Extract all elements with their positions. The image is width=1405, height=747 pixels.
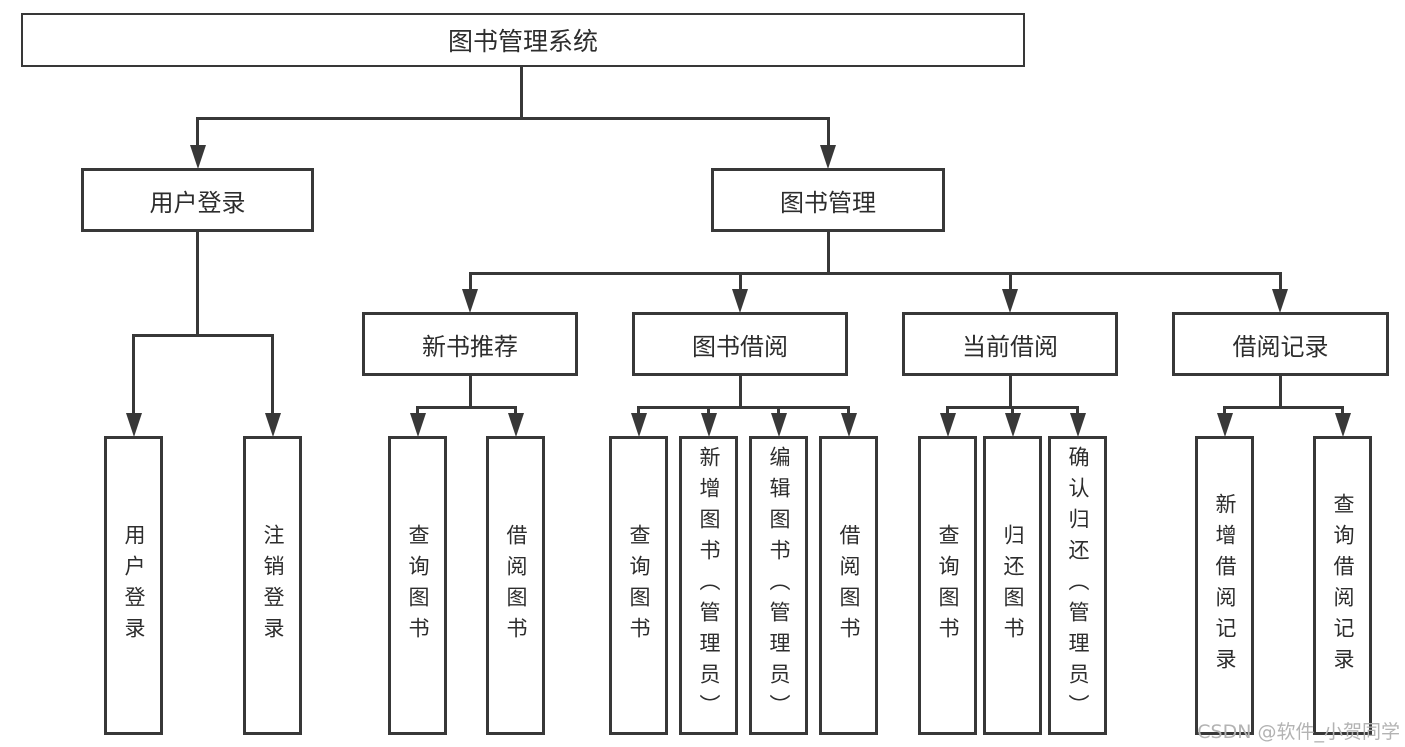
node-book-management: 图书管理 bbox=[711, 168, 945, 232]
node-label: 新增图书（管理员） bbox=[697, 446, 721, 725]
node-label: 图书管理 bbox=[780, 188, 876, 217]
edge-g4-stem-b bbox=[1341, 406, 1344, 414]
edge-user-login-stem bbox=[196, 230, 199, 336]
edge-stem-logout-leaf bbox=[271, 334, 274, 416]
node-label: 查询借阅记录 bbox=[1331, 492, 1355, 679]
node-label: 借阅图书 bbox=[837, 523, 861, 648]
node-new-book-recommend: 新书推荐 bbox=[362, 312, 578, 376]
node-leaf-g2-borrow-book: 借阅图书 bbox=[819, 436, 878, 735]
edge-g4-stem bbox=[1279, 374, 1282, 408]
node-leaf-g3-return-book: 归还图书 bbox=[983, 436, 1042, 735]
arrow-g3-return-icon bbox=[1005, 413, 1021, 437]
edge-g2-stem-d bbox=[847, 406, 850, 414]
node-label: 注销登录 bbox=[261, 523, 285, 648]
node-leaf-g4-query-record: 查询借阅记录 bbox=[1313, 436, 1372, 735]
arrow-g2-query-icon bbox=[631, 413, 647, 437]
node-borrow-records: 借阅记录 bbox=[1172, 312, 1389, 376]
arrow-g1-borrow-icon bbox=[508, 413, 524, 437]
edge-stem-login-leaf bbox=[132, 334, 135, 416]
edge-g4-bar bbox=[1223, 406, 1344, 409]
node-leaf-g2-edit-book-admin: 编辑图书（管理员） bbox=[749, 436, 808, 735]
node-user-login: 用户登录 bbox=[81, 168, 314, 232]
arrow-g4-add-icon bbox=[1217, 413, 1233, 437]
edge-stem-book-management bbox=[827, 117, 830, 146]
edge-g2-stem-a bbox=[637, 406, 640, 414]
node-leaf-g1-query-book: 查询图书 bbox=[388, 436, 447, 735]
node-label: 新书推荐 bbox=[422, 332, 518, 361]
node-leaf-g3-query-book: 查询图书 bbox=[918, 436, 977, 735]
node-label: 用户登录 bbox=[149, 188, 246, 217]
node-library-system: 图书管理系统 bbox=[21, 13, 1025, 67]
edge-g2-bar bbox=[637, 406, 850, 409]
node-label: 用户登录 bbox=[122, 523, 146, 648]
edge-stem-book-borrow bbox=[739, 272, 742, 290]
node-book-borrowing: 图书借阅 bbox=[632, 312, 848, 376]
csdn-watermark: CSDN @软件_小贺同学 bbox=[1197, 721, 1400, 743]
edge-g2-stem bbox=[739, 374, 742, 408]
node-current-borrowing: 当前借阅 bbox=[902, 312, 1118, 376]
node-label: 新增借阅记录 bbox=[1213, 492, 1237, 679]
edge-user-login-bar bbox=[132, 334, 274, 337]
edge-g1-stem-b bbox=[514, 406, 517, 414]
node-leaf-g4-add-record: 新增借阅记录 bbox=[1195, 436, 1254, 735]
edge-g2-stem-c bbox=[777, 406, 780, 414]
edge-stem-new-books bbox=[469, 272, 472, 290]
edge-level2-bar bbox=[469, 272, 1282, 275]
edge-g3-stem bbox=[1009, 374, 1012, 408]
edge-g3-stem-c bbox=[1076, 406, 1079, 414]
node-label: 确认归还（管理员） bbox=[1066, 446, 1090, 725]
node-label: 编辑图书（管理员） bbox=[767, 446, 791, 725]
arrow-g3-confirm-icon bbox=[1070, 413, 1086, 437]
node-label: 借阅图书 bbox=[504, 523, 528, 648]
arrow-logout-leaf-icon bbox=[265, 413, 281, 437]
edge-g3-stem-b bbox=[1011, 406, 1014, 414]
edge-stem-borrow-records bbox=[1279, 272, 1282, 290]
arrow-g3-query-icon bbox=[940, 413, 956, 437]
edge-stem-user-login bbox=[196, 117, 199, 146]
arrow-borrow-records-icon bbox=[1272, 289, 1288, 313]
node-leaf-g2-add-book-admin: 新增图书（管理员） bbox=[679, 436, 738, 735]
node-label: 归还图书 bbox=[1001, 523, 1025, 648]
node-leaf-user-login: 用户登录 bbox=[104, 436, 163, 735]
arrow-new-books-icon bbox=[462, 289, 478, 313]
edge-root-stem bbox=[520, 65, 523, 120]
edge-book-mgmt-stem bbox=[827, 230, 830, 275]
arrow-book-borrow-icon bbox=[732, 289, 748, 313]
node-label: 当前借阅 bbox=[962, 332, 1058, 361]
edge-stem-current-borrow bbox=[1009, 272, 1012, 290]
arrow-g2-edit-icon bbox=[771, 413, 787, 437]
node-label: 借阅记录 bbox=[1232, 332, 1329, 361]
edge-level1-bar bbox=[196, 117, 830, 120]
node-label: 查询图书 bbox=[627, 523, 651, 648]
arrow-g2-add-icon bbox=[701, 413, 717, 437]
arrow-g2-borrow-icon bbox=[841, 413, 857, 437]
node-label: 查询图书 bbox=[936, 523, 960, 648]
node-label: 图书管理系统 bbox=[447, 27, 598, 56]
arrow-book-management-icon bbox=[820, 145, 836, 169]
node-leaf-g3-confirm-return-admin: 确认归还（管理员） bbox=[1048, 436, 1107, 735]
arrow-g1-query-icon bbox=[410, 413, 426, 437]
arrow-login-leaf-icon bbox=[126, 413, 142, 437]
edge-g1-bar bbox=[416, 406, 517, 409]
arrow-current-borrow-icon bbox=[1002, 289, 1018, 313]
edge-g1-stem-a bbox=[416, 406, 419, 414]
edge-g3-stem-a bbox=[946, 406, 949, 414]
edge-g4-stem-a bbox=[1223, 406, 1226, 414]
node-label: 查询图书 bbox=[406, 523, 430, 648]
node-leaf-logout: 注销登录 bbox=[243, 436, 302, 735]
node-leaf-g1-borrow-book: 借阅图书 bbox=[486, 436, 545, 735]
edge-g2-stem-b bbox=[707, 406, 710, 414]
arrow-g4-query-icon bbox=[1335, 413, 1351, 437]
edge-g1-stem bbox=[469, 374, 472, 408]
arrow-user-login-icon bbox=[190, 145, 206, 169]
node-leaf-g2-query-book: 查询图书 bbox=[609, 436, 668, 735]
node-label: 图书借阅 bbox=[692, 332, 788, 361]
